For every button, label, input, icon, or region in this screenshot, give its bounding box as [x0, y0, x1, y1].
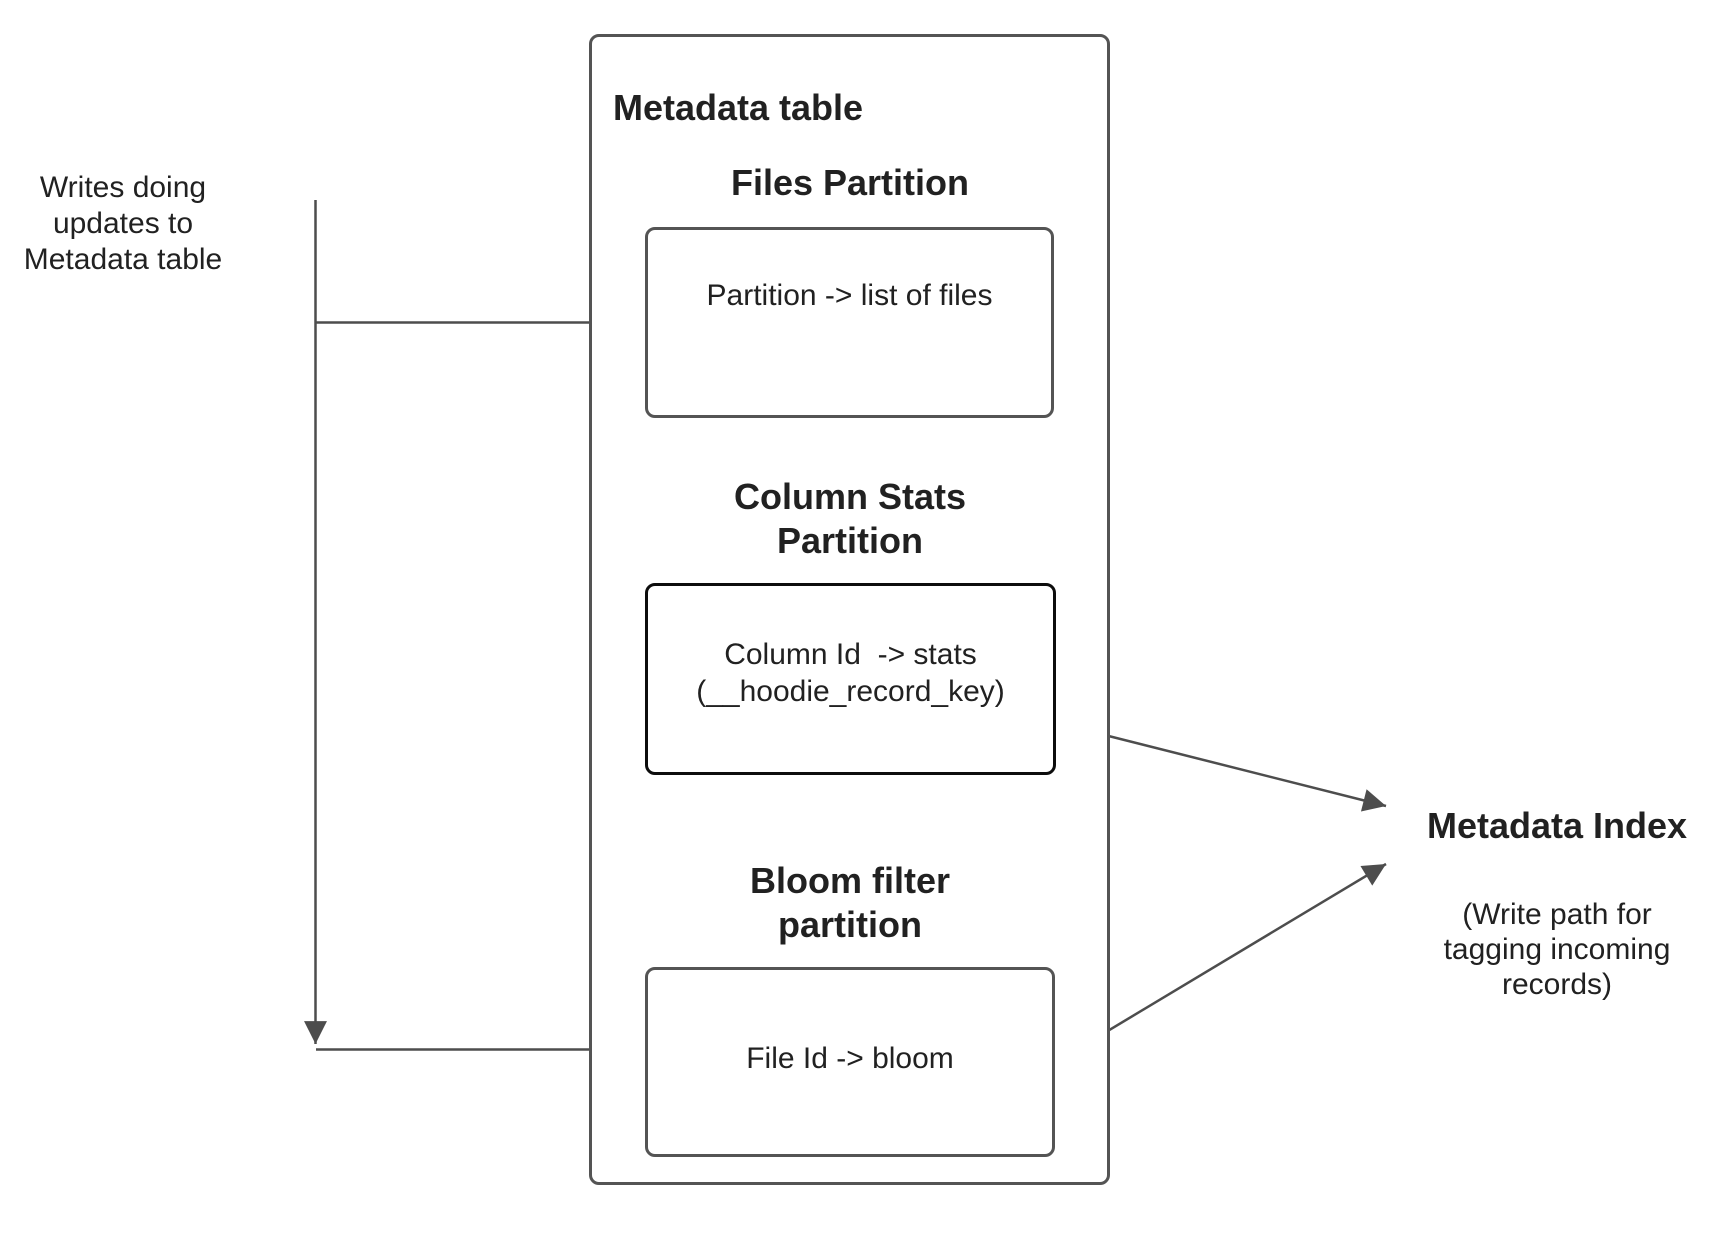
bloom-filter-partition-box: [645, 967, 1055, 1157]
metadata-index-title: Metadata Index: [1426, 805, 1688, 846]
bloom-filter-partition-heading: Bloom filter partition: [749, 860, 950, 945]
column-stats-partition-heading: Column Stats Partition: [733, 476, 966, 561]
files-partition-box-text: Partition -> list of files: [706, 279, 993, 312]
files-partition-heading: Files Partition: [730, 162, 970, 203]
files-partition-box: [645, 227, 1054, 418]
metadata-index-note: (Write path for tagging incoming records…: [1443, 898, 1671, 1001]
metadata-table-title: Metadata table: [613, 87, 864, 128]
writes-note-label: Writes doing updates to Metadata table: [23, 171, 223, 276]
column-stats-partition-box-text: Column Id -> stats (__hoodie_record_key): [696, 638, 1005, 708]
column-stats-partition-box: [645, 583, 1056, 775]
bloom-filter-partition-box-text: File Id -> bloom: [746, 1042, 954, 1075]
